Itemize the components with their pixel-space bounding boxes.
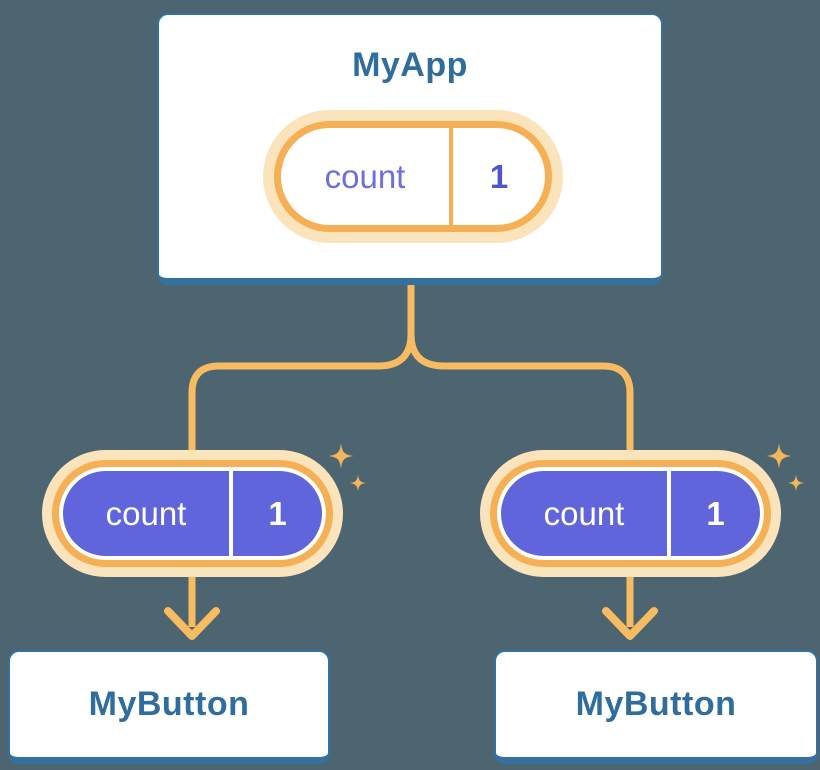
prop-name: count bbox=[501, 471, 671, 556]
prop-name: count bbox=[63, 471, 233, 556]
state-pill-body: count 1 bbox=[274, 121, 552, 232]
branch-line-left bbox=[188, 284, 415, 452]
root-component-title: MyApp bbox=[352, 46, 468, 84]
prop-pill-inner-ring: count 1 bbox=[497, 467, 764, 560]
prop-pill-body: count 1 bbox=[63, 471, 322, 556]
state-value: 1 bbox=[489, 157, 509, 195]
prop-pill-border: count 1 bbox=[490, 460, 771, 567]
child-component-card-right: MyButton bbox=[494, 650, 818, 764]
state-pill: count 1 bbox=[263, 110, 563, 243]
arrow-head-left-icon bbox=[164, 607, 220, 640]
branch-line-right bbox=[407, 284, 634, 452]
prop-value: 1 bbox=[268, 494, 287, 532]
prop-pill-border: count 1 bbox=[52, 460, 333, 567]
sparkle-icon bbox=[349, 474, 367, 492]
child-component-title: MyButton bbox=[575, 685, 737, 723]
arrow-head-right-icon bbox=[602, 607, 658, 640]
sparkle-icon bbox=[328, 443, 354, 469]
prop-value: 1 bbox=[706, 494, 725, 532]
sparkle-icon bbox=[787, 474, 805, 492]
prop-pill-right: count 1 bbox=[480, 450, 781, 577]
prop-pill-left: count 1 bbox=[42, 450, 343, 577]
prop-pill-body: count 1 bbox=[501, 471, 760, 556]
sparkle-icon bbox=[766, 443, 792, 469]
state-name: count bbox=[281, 128, 453, 225]
child-component-title: MyButton bbox=[88, 685, 250, 723]
child-component-card-left: MyButton bbox=[8, 650, 330, 764]
prop-pill-inner-ring: count 1 bbox=[59, 467, 326, 560]
